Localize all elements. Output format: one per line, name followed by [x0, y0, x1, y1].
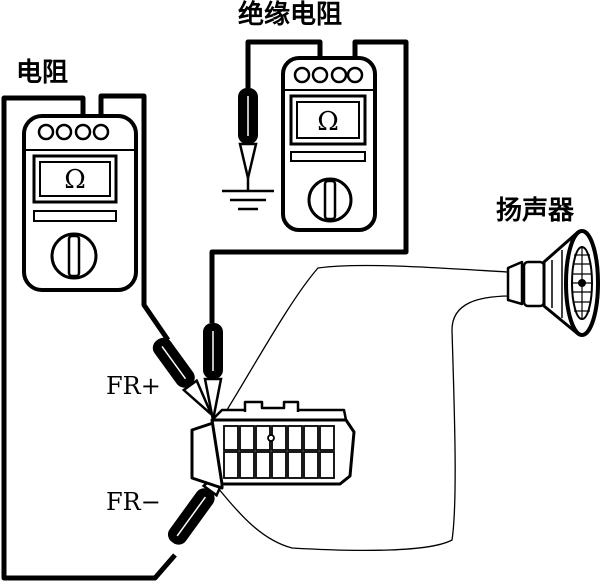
left-meter-negative-lead: [1, 95, 177, 581]
meter-leads: [1, 39, 409, 581]
left-meter-positive-lead: [98, 93, 171, 342]
insulation-meter-jacks: [293, 66, 364, 84]
insulation-meter-ground-lead: [245, 39, 323, 88]
connector-cavities: [223, 425, 335, 479]
connector-key: [267, 434, 275, 442]
insulation-meter-symbol: Ω: [317, 107, 339, 137]
ground-probe: [238, 88, 258, 190]
insulation-meter: Ω: [281, 56, 377, 232]
resistance-meter-symbol: Ω: [64, 165, 86, 195]
insulation-meter-dial-knob: [323, 179, 337, 221]
speaker-icon: [506, 229, 600, 337]
insulation-resistance-label: 绝缘电阻: [238, 0, 343, 30]
speaker-connector: [190, 400, 356, 490]
fr-minus-label: FR−: [106, 488, 161, 516]
speaker-wire-lower: [217, 295, 513, 552]
insulation-meter-test-lead: [209, 39, 409, 323]
resistance-meter-label: 电阻: [16, 58, 69, 88]
speaker-wires: [217, 264, 513, 552]
fr-plus-label: FR+: [106, 372, 161, 400]
insulation-meter-strip: [290, 151, 366, 162]
connector-latch: [243, 400, 300, 412]
ground-symbol: [222, 189, 274, 211]
resistance-meter-dial-knob: [67, 234, 81, 278]
insulation-positive-probe: [203, 323, 223, 421]
resistance-meter-strip: [33, 210, 117, 222]
resistance-meter-jacks: [37, 123, 110, 141]
speaker-label: 扬声器: [496, 196, 575, 226]
resistance-meter: Ω: [22, 114, 138, 292]
resistance-positive-probe: [152, 337, 213, 416]
speaker-wire-upper: [221, 264, 509, 419]
